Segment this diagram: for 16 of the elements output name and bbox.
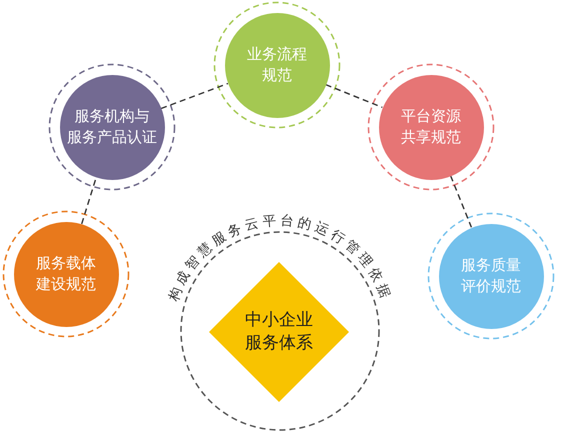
node-label: 服务质量评价规范 [460,255,522,297]
node-label: 业务流程规范 [246,44,308,86]
dashed-connector [450,175,472,228]
circle-node [438,224,544,328]
circle-node [60,74,164,180]
node-label: 服务载体建设规范 [34,253,97,295]
node-label: 中小企业服务体系 [244,309,314,355]
circle-node [224,12,330,118]
curved-caption: 构成智慧服务云平台的运行管理依据 [166,212,394,304]
circle-node [14,222,118,326]
diamond-node [209,262,349,402]
dashed-connector [160,82,228,110]
circle-node [378,74,484,180]
node-label: 服务机构与服务产品认证 [66,106,158,148]
dashed-connector [325,84,383,108]
node-label: 平台资源共享规范 [400,106,462,148]
